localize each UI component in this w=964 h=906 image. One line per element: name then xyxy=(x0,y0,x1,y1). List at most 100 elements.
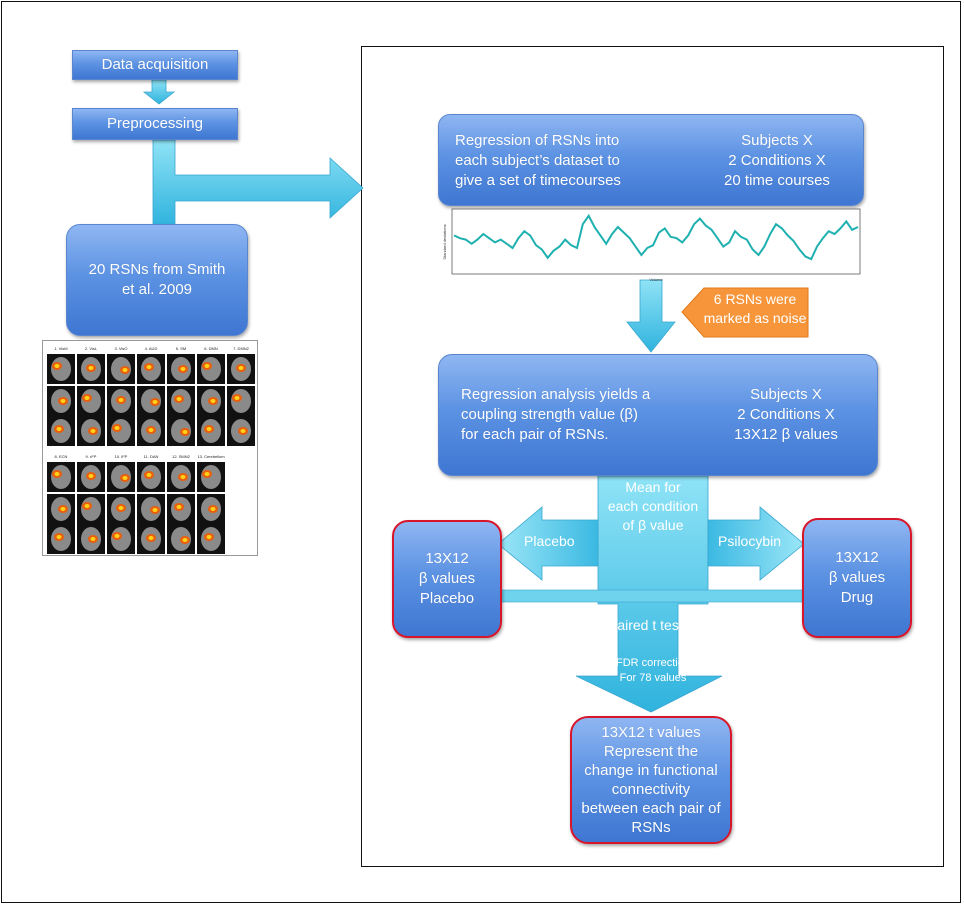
activation-core xyxy=(182,430,188,434)
drug-values-box: 13X12 β values Drug xyxy=(802,518,912,638)
arrow-to-placebo xyxy=(497,506,599,581)
rsn-map-row1-6: 7. DMN2 xyxy=(227,346,255,446)
noise-note: 6 RSNs were marked as noise xyxy=(700,290,810,328)
activation-core xyxy=(118,398,124,402)
activation-core xyxy=(152,400,158,404)
timecourse-plot: Standard deviations Volume xyxy=(442,208,861,282)
regression-rsns-right-3: 20 time courses xyxy=(724,172,830,189)
arrow-preprocessing-branch xyxy=(152,139,364,227)
mean-label: Mean for each condition of β value xyxy=(598,478,708,535)
activation-core xyxy=(152,508,158,512)
rsn-map-row2-2: 10. lFP xyxy=(107,454,135,554)
regression-rsns-left-2: each subject’s dataset to xyxy=(455,152,620,169)
rsn-source-box: 20 RSNs from Smith et al. 2009 xyxy=(66,224,248,336)
activation-core xyxy=(146,473,152,477)
fdr-line-1: FDR correction xyxy=(616,657,690,669)
activation-core xyxy=(84,504,90,508)
result-line-6: RSNs xyxy=(631,819,671,836)
activation-core xyxy=(204,472,210,476)
regression-analysis-box: Regression analysis yields a coupling st… xyxy=(438,354,878,476)
activation-core xyxy=(56,535,62,539)
activation-core xyxy=(122,476,128,480)
activation-core xyxy=(56,427,62,431)
activation-core xyxy=(210,507,216,511)
rsn-source-line-1: 20 RSNs from Smith xyxy=(88,261,226,278)
activation-core xyxy=(114,426,120,430)
activation-core xyxy=(238,366,244,370)
activation-core xyxy=(204,364,210,368)
rsn-map-row2-5: 13. Cerebellum xyxy=(197,454,225,554)
result-line-3: change in functional xyxy=(584,762,718,779)
rsn-map-row2-3: 11. DAN xyxy=(137,454,165,554)
rsn-map-label: 10. lFP xyxy=(115,454,128,459)
fdr-line-2: For 78 values xyxy=(619,672,687,684)
rsn-map-label: 8. ECN xyxy=(55,454,68,459)
rsn-map-label: 2. VisL xyxy=(85,346,98,351)
timecourse-axes xyxy=(451,208,861,275)
timecourse-xlabel: Volume xyxy=(649,277,663,282)
rsn-map-row1-1: 2. VisL xyxy=(77,346,105,446)
activation-core xyxy=(60,507,66,511)
regression-rsns-left-3: give a set of timecourses xyxy=(455,172,621,189)
activation-core xyxy=(114,534,120,538)
activation-core xyxy=(90,537,96,541)
data-acquisition-box: Data acquisition xyxy=(72,50,238,80)
rsn-map-label: 4. AUD xyxy=(145,346,158,351)
psilocybin-arrow-label: Psilocybin xyxy=(718,533,782,549)
activation-core xyxy=(118,506,124,510)
rsn-map-row1-3: 4. AUD xyxy=(137,346,165,446)
activation-core xyxy=(206,535,212,539)
regression-analysis-right-1: Subjects X xyxy=(750,386,822,403)
data-acquisition-label: Data acquisition xyxy=(101,56,209,73)
placebo-arrow-label: Placebo xyxy=(524,533,575,549)
activation-core xyxy=(54,472,60,476)
regression-analysis-right-2: 2 Conditions X xyxy=(737,406,835,423)
rsn-map-label: 5. SM xyxy=(176,346,186,351)
paired-t-test-label: Paired t test xyxy=(608,617,683,633)
rsn-map-label: 12. SMN2 xyxy=(172,454,191,459)
rsn-map-label: 7. DMN2 xyxy=(233,346,250,351)
rsn-map-row1-0: 1. VisM xyxy=(47,346,75,446)
rsn-map-row2-1: 9. rFP xyxy=(77,454,105,554)
rsn-map-label: 3. VisO xyxy=(114,346,127,351)
activation-core xyxy=(180,475,186,479)
rsn-map-label: 1. VisM xyxy=(54,346,67,351)
rsn-map-row2-4: 12. SMN2 xyxy=(167,454,195,554)
rsn-map-label: 6. DMN xyxy=(204,346,218,351)
rsn-map-row1-2: 3. VisO xyxy=(107,346,135,446)
rsn-map-row1-4: 5. SM xyxy=(167,346,195,446)
arrow-acquisition-to-preprocessing xyxy=(142,79,176,105)
arrow-timecourse-to-analysis xyxy=(626,279,676,353)
rsn-map-label: 9. rFP xyxy=(86,454,97,459)
activation-core xyxy=(206,427,212,431)
mean-label-line-3: of β value xyxy=(622,517,684,533)
placebo-box-line-2: β values xyxy=(418,570,476,587)
result-line-4: connectivity xyxy=(611,781,691,798)
placebo-box-line-3: Placebo xyxy=(419,590,475,607)
activation-core xyxy=(148,536,154,540)
mean-label-line-2: each condition xyxy=(607,498,699,514)
regression-analysis-left-3: for each pair of RSNs. xyxy=(461,426,609,443)
rsn-map-label: 13. Cerebellum xyxy=(197,454,225,459)
activation-core xyxy=(146,365,152,369)
fdr-correction-label: FDR correction For 78 values xyxy=(598,656,708,686)
noise-note-line-1: 6 RSNs were xyxy=(713,291,797,307)
noise-note-line-2: marked as noise xyxy=(703,310,807,326)
drug-box-line-3: Drug xyxy=(840,589,874,606)
rsn-map-row1-5: 6. DMN xyxy=(197,346,225,446)
activation-core xyxy=(88,366,94,370)
regression-analysis-left-2: coupling strength value (β) xyxy=(461,406,639,423)
activation-core xyxy=(60,399,66,403)
drug-box-line-2: β values xyxy=(828,569,886,586)
activation-core xyxy=(234,396,240,400)
regression-rsns-right-1: Subjects X xyxy=(741,132,813,149)
rsn-brain-maps: 1. VisM 2. VisL 3. VisO 4. AUD 5. SM 6. DMN 7.… xyxy=(42,340,258,556)
activation-core xyxy=(148,428,154,432)
noise-callout-shape xyxy=(681,287,809,338)
activation-core xyxy=(176,397,182,401)
preprocessing-label: Preprocessing xyxy=(107,115,203,132)
result-line-1: 13X12 t values xyxy=(601,724,701,741)
activation-core xyxy=(122,368,128,372)
